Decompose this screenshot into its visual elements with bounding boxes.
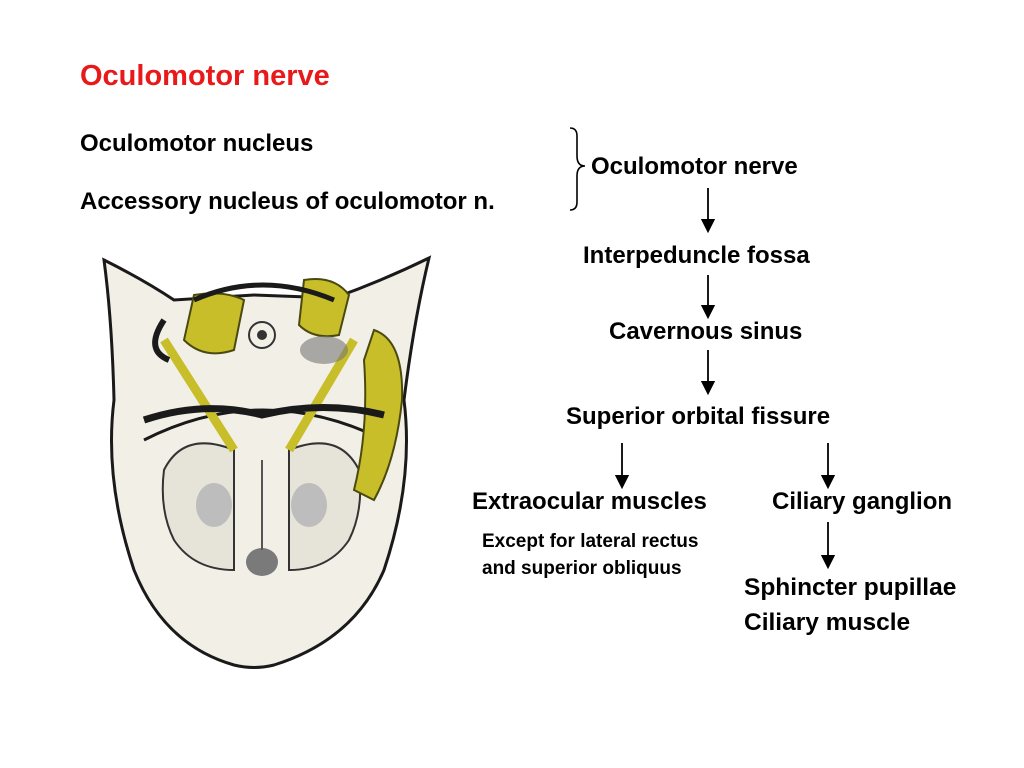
page-title: Oculomotor nerve [80, 60, 330, 92]
exception-note-line-2: and superior obliquus [482, 558, 682, 579]
target-sphincter-pupillae: Sphincter pupillae [744, 574, 957, 601]
brainstem-illustration [102, 255, 432, 669]
pathway-step-fissure: Superior orbital fissure [566, 403, 831, 430]
pathway-nerve-label: Oculomotor nerve [591, 153, 798, 180]
pathway-step-interpeduncle: Interpeduncle fossa [583, 242, 810, 269]
target-ciliary-muscle: Ciliary muscle [744, 609, 911, 636]
nucleus-label-oculomotor: Oculomotor nucleus [80, 130, 314, 157]
ciliary-targets: Sphincter pupillae Ciliary muscle [744, 570, 956, 640]
exception-note-line-1: Except for lateral rectus [482, 531, 699, 552]
nucleus-label-accessory: Accessory nucleus of oculomotor n. [80, 188, 495, 215]
branch-ciliary-ganglion-label: Ciliary ganglion [772, 488, 953, 515]
brace-icon [569, 127, 586, 211]
branch-exception-note: Except for lateral rectus and superior o… [482, 528, 698, 582]
vessel-curve-icon [142, 404, 385, 424]
branch-extraocular-label: Extraocular muscles [472, 488, 707, 515]
pathway-step-cavernous: Cavernous sinus [609, 318, 803, 345]
brainstem-outline-icon [102, 255, 432, 669]
oculomotor-nerve-icon [182, 292, 246, 355]
